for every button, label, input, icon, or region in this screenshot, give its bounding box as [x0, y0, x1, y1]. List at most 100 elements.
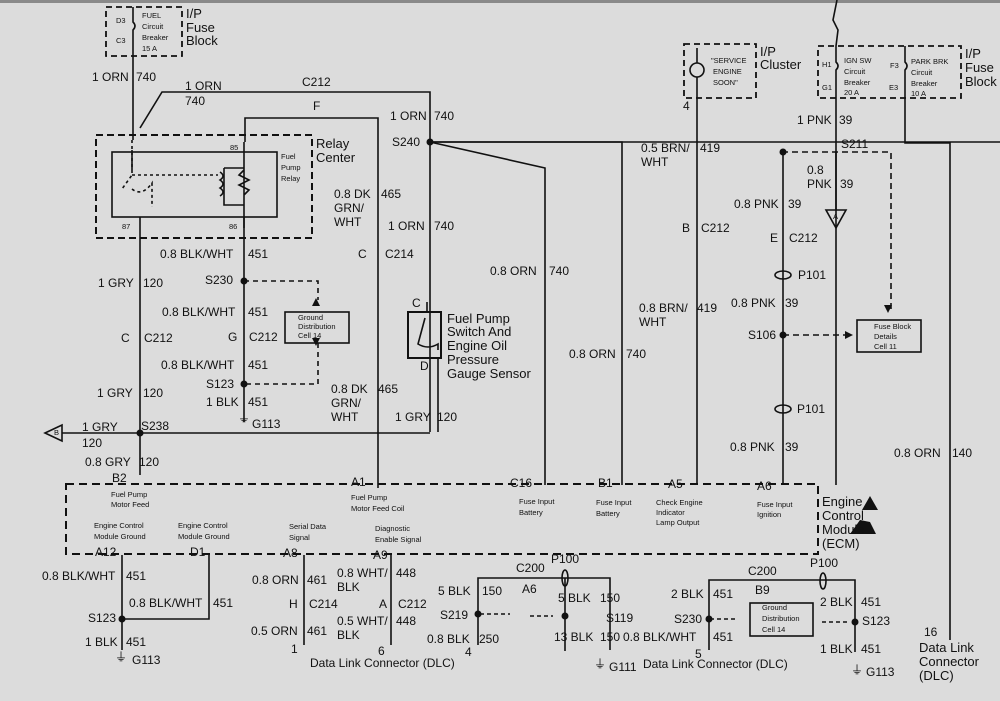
park-cb-name3: Breaker [911, 79, 938, 88]
dlc-label: Data Link Connector (DLC) [310, 656, 455, 670]
wire-circuit: 740 [549, 264, 570, 278]
splice-s123: S123 [88, 611, 117, 625]
connector-c214: C214 [309, 597, 338, 611]
ecm-pin-desc: Fuel Pump [111, 490, 148, 499]
pin-c3: C3 [116, 36, 126, 45]
ground-symbol-icon: ⏚ [115, 650, 128, 664]
splice-s123: S123 [206, 377, 235, 391]
wire-label: 2 BLK [820, 595, 853, 609]
ecm-pin-desc: Fuse Input [596, 498, 632, 507]
connector-c212: C212 [398, 597, 427, 611]
wire-fuel-cb [132, 7, 136, 140]
splice-s240-dot [426, 138, 434, 146]
wire-label: 0.8 BLK/WHT [160, 247, 234, 261]
wire-label: 0.5 ORN [251, 624, 298, 638]
ecm-pin-desc: Check Engine [656, 498, 703, 507]
wire-circuit: 451 [126, 635, 147, 649]
ign-cb-name2: Circuit [844, 67, 866, 76]
ecm-pin-desc: Fuse Input [757, 500, 793, 509]
connector-pin: C [358, 247, 367, 261]
dlc-pin-6: 6 [378, 644, 385, 658]
wire-label: 1 GRY [97, 386, 133, 400]
wire-circuit: 120 [82, 436, 103, 450]
pin-f3: F3 [890, 61, 899, 70]
wire-circuit: 120 [139, 455, 160, 469]
ip-fuse-block-left-title2: Fuse [186, 20, 215, 35]
wire-circuit: 140 [952, 446, 973, 460]
connector-p100: P100 [551, 552, 580, 566]
ign-cb-name3: Breaker [844, 78, 871, 87]
fuel-pump-relay-label2: Pump [281, 163, 301, 172]
ecm-pin-desc: Battery [519, 508, 543, 517]
fuse-block-details-text: Fuse Block [874, 322, 912, 331]
wire-label: 1 BLK [820, 642, 853, 656]
wire-circuit: 39 [839, 113, 853, 127]
ecm-pin-d1: D1 [190, 545, 206, 559]
park-cb-name: PARK BRK [911, 57, 949, 66]
wire-circuit: 39 [840, 177, 854, 191]
relay-pin-87: 87 [122, 222, 131, 231]
wire-orn-740-top [139, 91, 431, 432]
connector-c212: C212 [789, 231, 818, 245]
connector-c212: C212 [701, 221, 730, 235]
ign-cb-name: IGN SW [844, 56, 872, 65]
ground-dist-ref-text: Ground [298, 313, 324, 322]
ecm-pin-a1: A1 [351, 475, 366, 489]
fp-switch-pin-c: C [412, 296, 421, 310]
wire-circuit: 419 [697, 301, 718, 315]
ground-dist-ref-text3: Cell 14 [762, 625, 786, 634]
relay-center-box [95, 134, 313, 239]
wire-label: 0.8 ORN [252, 573, 299, 587]
ecm-pin-desc: Enable Signal [375, 535, 422, 544]
wire-label: PNK [807, 177, 832, 191]
ecm-pin-desc: Engine Control [94, 521, 144, 530]
ground-g113: G113 [866, 665, 895, 679]
splice-s211: S211 [841, 137, 869, 151]
wire-circuit: 150 [600, 630, 621, 644]
ground-dist-ref-text: Ground [762, 603, 788, 612]
wire-label: 0.8 BLK/WHT [623, 630, 697, 644]
wire-label: 1 PNK [797, 113, 832, 127]
connector-c212: C212 [144, 331, 173, 345]
splice-s238: S238 [141, 419, 170, 433]
splice-s240: S240 [392, 135, 421, 149]
ses-lamp-label2: ENGINE [713, 67, 742, 76]
wire-label: 0.8 DK [331, 382, 368, 396]
splice-s219: S219 [440, 608, 469, 622]
fuse-block-details-text2: Details [874, 332, 897, 341]
fuse-block-details-ref [856, 319, 922, 353]
wire-label: 5 BLK [558, 591, 591, 605]
wire-label: 0.8 BLK/WHT [161, 358, 235, 372]
connector-pin: B [682, 221, 691, 235]
ecm-pin-desc: Signal [289, 533, 310, 542]
ecm-pin-desc: Lamp Output [656, 518, 700, 527]
connector-p101: P101 [797, 402, 826, 416]
wire-label: 0.8 ORN [894, 446, 941, 460]
ecm-pin-b2: B2 [112, 471, 127, 485]
wire-label: 0.8 ORN [490, 264, 537, 278]
wire-circuit: 451 [213, 596, 234, 610]
wire-circuit: 465 [378, 382, 399, 396]
ip-fuse-block-left-box [105, 6, 183, 57]
wire-label: 0.5 WHT/ [337, 614, 388, 628]
fp-switch-title3: Engine Oil [447, 338, 507, 353]
fuel-cb-name2: Circuit [142, 22, 164, 31]
wire-circuit: 740 [434, 219, 455, 233]
ecm-pin-desc: Module Ground [94, 532, 146, 541]
page-top-edge [0, 0, 1000, 3]
dlc-label3: (DLC) [919, 668, 954, 683]
connector-c212: C212 [302, 75, 331, 89]
wire-circuit: 120 [437, 410, 458, 424]
wire-label: 1 BLK [206, 395, 239, 409]
cluster-pin-4: 4 [683, 99, 690, 113]
park-cb-rating: 10 A [911, 89, 927, 98]
ecm-pin-desc: Fuse Input [519, 497, 555, 506]
wire-circuit: 740 [136, 70, 157, 84]
fp-switch-box [407, 311, 442, 359]
ses-lamp-label: "SERVICE [711, 56, 747, 65]
ground-dist-ref-text3: Cell 14 [298, 331, 322, 340]
wire-circuit: 461 [307, 573, 328, 587]
wire-label: 0.5 BRN/ [641, 141, 690, 155]
wire-label: 0.8 WHT/ [337, 566, 388, 580]
